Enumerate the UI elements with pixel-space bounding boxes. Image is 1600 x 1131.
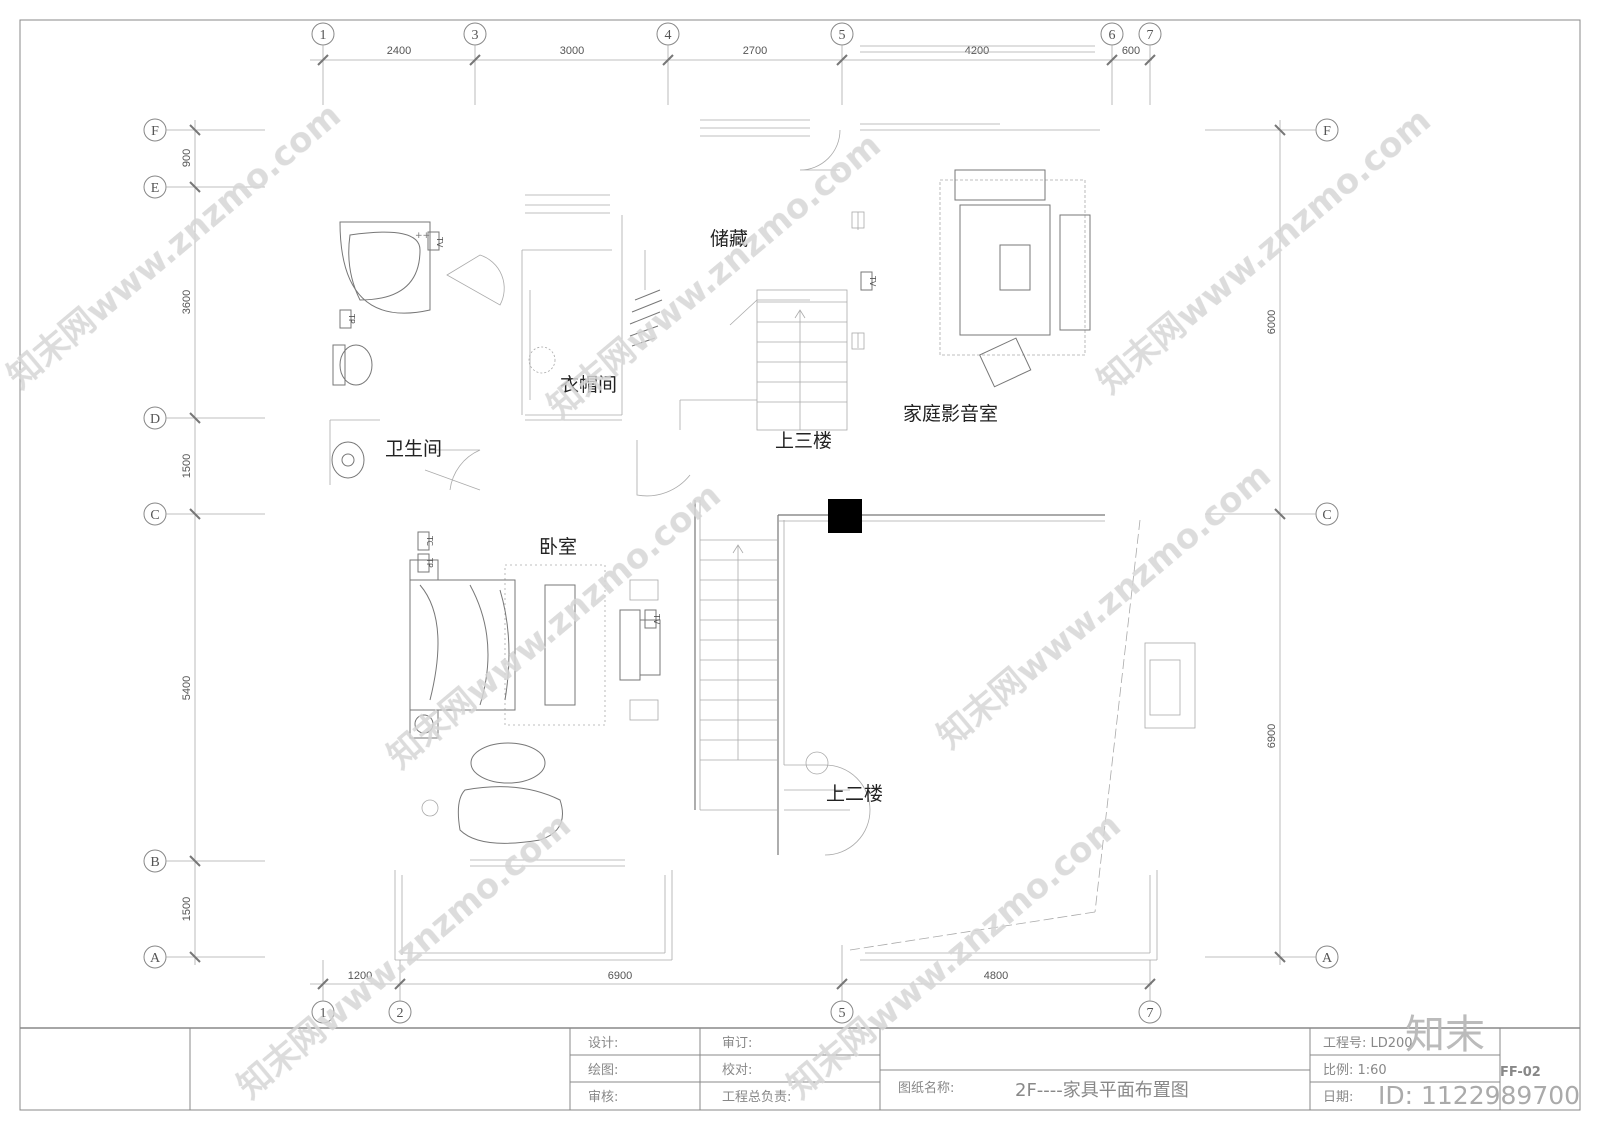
- watermark-site-5: 知末网www.znzmo.com: [930, 455, 1279, 757]
- watermark-site-3: 知末网www.znzmo.com: [1090, 100, 1439, 402]
- tb-sheet: FF-02: [1500, 1065, 1541, 1080]
- dim-bottom-1200: 1200: [348, 970, 372, 982]
- dim-right-6000: 6000: [1266, 310, 1278, 334]
- axis-top-1: 1: [320, 28, 327, 43]
- wash-basin: [331, 441, 365, 479]
- watermark-site-7: 知末网www.znzmo.com: [780, 805, 1129, 1107]
- walls: [329, 45, 1158, 961]
- room-cloakroom: 衣帽间: [560, 374, 617, 396]
- room-home-theater: 家庭影音室: [903, 403, 998, 425]
- balcony-seat: [1144, 642, 1196, 729]
- axis-bottom-1: 1: [320, 1006, 327, 1021]
- tv-tag-bathroom: TV: [435, 236, 444, 248]
- round-stool: [528, 346, 556, 374]
- dim-bottom-4800: 4800: [984, 970, 1008, 982]
- tb-drawing-name: 2F----家具平面布置图: [1015, 1080, 1189, 1101]
- room-storage: 储藏: [710, 228, 748, 250]
- axis-top-3: 3: [472, 28, 479, 43]
- dim-top-4200: 4200: [965, 45, 989, 57]
- fixture-tags: TV TP TV TC TP TV: [339, 231, 877, 629]
- right-dimension-ticks: [1274, 124, 1286, 963]
- tp-tag-bedroom: TP: [425, 557, 434, 568]
- axis-left-F: F: [151, 124, 159, 139]
- corner-bathtub: ++: [339, 221, 431, 314]
- tv-tag-bedroom: TV: [652, 613, 661, 625]
- watermark-id: ID: 1122989700: [1378, 1081, 1580, 1110]
- watermark-brand: 知末: [1405, 1012, 1485, 1058]
- top-dimension-ticks: [317, 54, 1156, 66]
- tb-design: 设计:: [588, 1036, 618, 1051]
- dim-left-1500a: 1500: [181, 454, 193, 478]
- tb-project-no: 工程号: LD200: [1323, 1036, 1413, 1051]
- doors: [430, 129, 871, 856]
- axis-left-E: E: [151, 181, 160, 196]
- bottom-axis-bubbles: 1 2 5 7: [311, 945, 1162, 1024]
- axis-left-B: B: [150, 855, 159, 870]
- dim-left-3600: 3600: [181, 290, 193, 314]
- bottom-dimension-ticks: [317, 978, 1156, 990]
- tp-tag-bathroom: TP: [347, 313, 356, 324]
- home-theater-furniture: [851, 169, 1091, 388]
- right-axis-bubbles: F C A: [1205, 118, 1339, 969]
- dim-top-600: 600: [1122, 45, 1140, 57]
- watermarks: 知末网www.znzmo.com 知末网www.znzmo.com 知末网www…: [0, 95, 1439, 1107]
- tb-check: 校对:: [722, 1062, 752, 1078]
- label-to-third-floor: 上三楼: [775, 430, 832, 452]
- left-dimension-ticks: [189, 124, 201, 963]
- dim-bottom-6900: 6900: [608, 970, 632, 982]
- watermark-site-1: 知末网www.znzmo.com: [0, 95, 349, 397]
- tb-review: 审订:: [722, 1036, 752, 1051]
- tb-drawing-name-label: 图纸名称:: [898, 1080, 954, 1096]
- title-block: 设计: 审订: 绘图: 校对: 审核: 工程总负责: 图纸名称: 2F----家…: [189, 1028, 1541, 1110]
- drawing-frame: [19, 19, 1581, 1111]
- tb-audit: 审核:: [588, 1090, 618, 1105]
- stairs-to-third-floor: [679, 289, 848, 431]
- axis-top-5: 5: [839, 28, 846, 43]
- dim-left-5400: 5400: [181, 676, 193, 700]
- dim-top-3000: 3000: [560, 45, 584, 57]
- toilet: [332, 344, 373, 386]
- axis-right-A: A: [1322, 951, 1333, 966]
- axis-bottom-2: 2: [397, 1006, 404, 1021]
- tb-date: 日期:: [1323, 1090, 1353, 1105]
- axis-top-6: 6: [1109, 28, 1116, 43]
- stairs-to-second-floor: [700, 539, 850, 811]
- dim-left-1500b: 1500: [181, 897, 193, 921]
- tb-drawing: 绘图:: [588, 1063, 618, 1078]
- room-bathroom: 卫生间: [385, 438, 442, 460]
- tv-tag-theater: TV: [868, 275, 877, 287]
- axis-top-7: 7: [1147, 28, 1154, 43]
- tc-tag-bedroom: TC: [425, 535, 434, 546]
- bedroom-furniture: [409, 559, 661, 844]
- room-bedroom: 卧室: [539, 536, 577, 558]
- label-to-second-floor: 上二楼: [826, 783, 883, 805]
- structural-column: [828, 499, 862, 533]
- axis-bottom-5: 5: [839, 1006, 846, 1021]
- tb-chief: 工程总负责:: [722, 1090, 791, 1105]
- tb-scale: 比例: 1:60: [1323, 1063, 1387, 1078]
- axis-left-D: D: [150, 412, 160, 427]
- axis-right-C: C: [1322, 508, 1331, 523]
- svg-text:++: ++: [415, 231, 430, 241]
- dim-top-2400: 2400: [387, 45, 411, 57]
- dim-right-6900: 6900: [1266, 724, 1278, 748]
- axis-left-C: C: [150, 508, 159, 523]
- axis-left-A: A: [150, 951, 161, 966]
- dim-left-900: 900: [181, 149, 193, 167]
- watermark-site-6: 知末网www.znzmo.com: [230, 805, 579, 1107]
- axis-right-F: F: [1323, 124, 1331, 139]
- dim-top-2700: 2700: [743, 45, 767, 57]
- top-axis-bubbles: 1 3 4 5 6 7: [311, 22, 1162, 105]
- left-axis-bubbles: F E D C B A: [143, 118, 265, 969]
- watermark-site-4: 知末网www.znzmo.com: [380, 475, 729, 777]
- hanging-clothes: [629, 289, 663, 347]
- axis-bottom-7: 7: [1147, 1006, 1154, 1021]
- axis-top-4: 4: [665, 28, 672, 43]
